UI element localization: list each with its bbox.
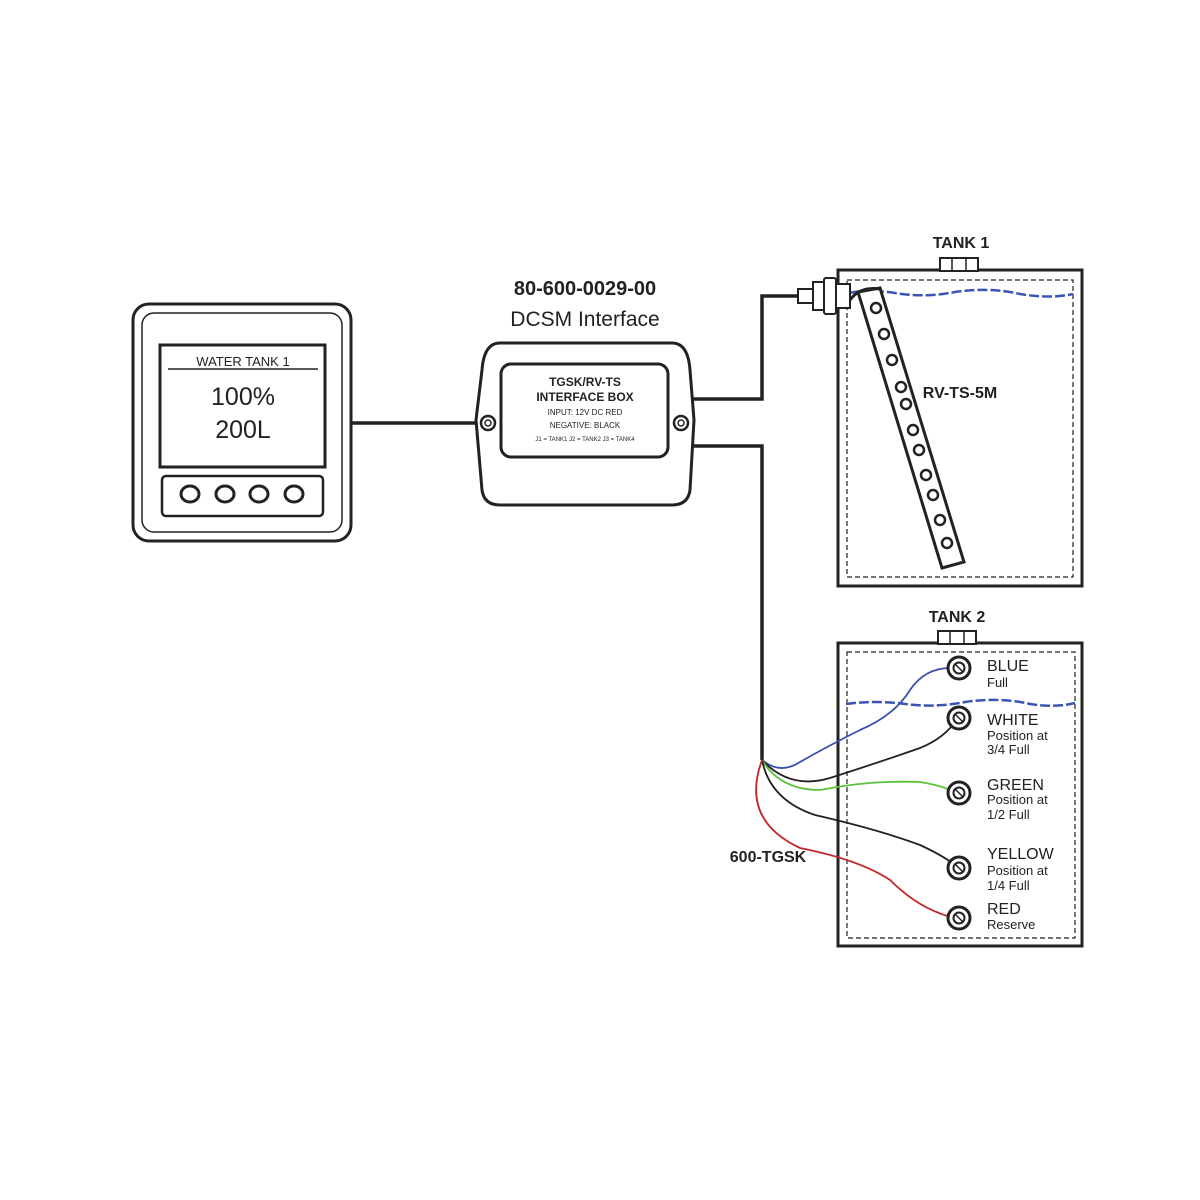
- display-percent: 100%: [211, 383, 275, 411]
- display-button-2[interactable]: [214, 484, 236, 504]
- tank1-cable: [692, 294, 800, 401]
- sensor-red-name: RED: [987, 901, 1021, 918]
- sensor-green-desc-1: Position at: [987, 792, 1048, 807]
- left-screw-icon: [479, 414, 497, 432]
- interface-label-line2: INTERFACE BOX: [536, 390, 633, 404]
- float-switch-yellow: [946, 855, 972, 881]
- harness-label: 600-TGSK: [730, 849, 807, 866]
- white-wire: [761, 717, 959, 783]
- rv-ts-sensor-probe: [848, 286, 966, 570]
- blue-wire: [761, 667, 951, 769]
- sensor-green-desc-2: 1/2 Full: [987, 807, 1030, 822]
- display-button-3[interactable]: [248, 484, 270, 504]
- tank1-title: TANK 1: [933, 235, 990, 252]
- display-title: WATER TANK 1: [196, 354, 289, 369]
- display-unit: WATER TANK 1 100% 200L: [131, 302, 353, 543]
- tgsk-harness: [755, 667, 959, 919]
- right-screw-icon: [672, 414, 690, 432]
- tank1-sensor-label: RV-TS-5M: [923, 385, 997, 402]
- float-switch-blue: [946, 655, 972, 681]
- sensor-red-desc: Reserve: [987, 917, 1035, 932]
- display-screen: [158, 343, 327, 469]
- sensor-white-desc-1: Position at: [987, 728, 1048, 743]
- tank2-title: TANK 2: [929, 609, 986, 626]
- interface-box: TGSK/RV-TS INTERFACE BOX INPUT: 12V DC R…: [474, 341, 696, 507]
- sensor-white-desc-2: 3/4 Full: [987, 742, 1030, 757]
- button-panel: [160, 474, 325, 518]
- float-switch-red: [946, 905, 972, 931]
- sensor-white-name: WHITE: [987, 712, 1039, 729]
- sensor-yellow-name: YELLOW: [987, 846, 1055, 863]
- interface-part-number: 80-600-0029-00: [514, 278, 656, 300]
- tank2-water-level: [845, 698, 1076, 707]
- display-volume: 200L: [215, 416, 271, 444]
- interface-jumper-line: J1 = TANK1 J2 = TANK2 J3 = TANK4: [535, 437, 635, 443]
- float-switch-white: [946, 705, 972, 731]
- float-switch-green: [946, 780, 972, 806]
- tank2-cable: [692, 444, 764, 760]
- display-button-4[interactable]: [283, 484, 305, 504]
- yellow-wire: [761, 759, 959, 869]
- interface-negative-line: NEGATIVE: BLACK: [550, 421, 621, 430]
- interface-name: DCSM Interface: [510, 308, 659, 331]
- sensor-blue-desc: Full: [987, 675, 1008, 690]
- red-wire: [755, 759, 956, 919]
- green-wire: [761, 759, 956, 794]
- sensor-yellow-desc-2: 1/4 Full: [987, 878, 1030, 893]
- tank1: RV-TS-5M: [797, 257, 1084, 588]
- sensor-green-name: GREEN: [987, 777, 1044, 794]
- interface-label-line1: TGSK/RV-TS: [549, 375, 621, 389]
- interface-label-plate: [499, 362, 670, 459]
- interface-input-line: INPUT: 12V DC RED: [548, 408, 623, 417]
- display-button-1[interactable]: [179, 484, 201, 504]
- sensor-blue-name: BLUE: [987, 658, 1029, 675]
- sensor-yellow-desc-1: Position at: [987, 863, 1048, 878]
